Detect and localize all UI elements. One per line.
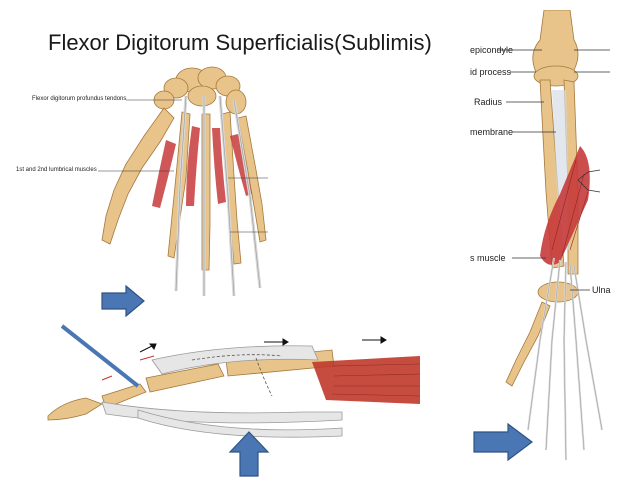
hand-illustration bbox=[14, 56, 268, 299]
label-muscle: s muscle bbox=[470, 253, 506, 263]
finger-illustration bbox=[42, 300, 420, 460]
label-ulna: Ulna bbox=[592, 285, 611, 295]
label-lumbrical-muscles: 1st and 2nd lumbrical muscles bbox=[16, 167, 97, 173]
arrow-right-icon bbox=[473, 422, 533, 462]
slide-title: Flexor Digitorum Superficialis(Sublimis) bbox=[48, 30, 432, 55]
label-profundus-tendons: Flexor digitorum profundus tendons bbox=[32, 96, 127, 102]
diagonal-pointer-icon bbox=[60, 324, 140, 388]
arrow-up-icon bbox=[228, 431, 270, 477]
finger-tendon-figure bbox=[42, 300, 420, 460]
label-epicondyle: epicondyle bbox=[470, 45, 514, 55]
label-radius: Radius bbox=[474, 97, 503, 107]
arrow-right-icon bbox=[101, 284, 145, 318]
label-process: id process bbox=[470, 67, 512, 77]
forearm-illustration bbox=[470, 10, 620, 470]
label-membrane: membrane bbox=[470, 127, 514, 137]
hand-anatomy-figure: Flexor digitorum profundus tendons 1st a… bbox=[14, 56, 268, 299]
forearm-anatomy-figure: epicondyle id process Radius membrane s … bbox=[470, 10, 620, 470]
